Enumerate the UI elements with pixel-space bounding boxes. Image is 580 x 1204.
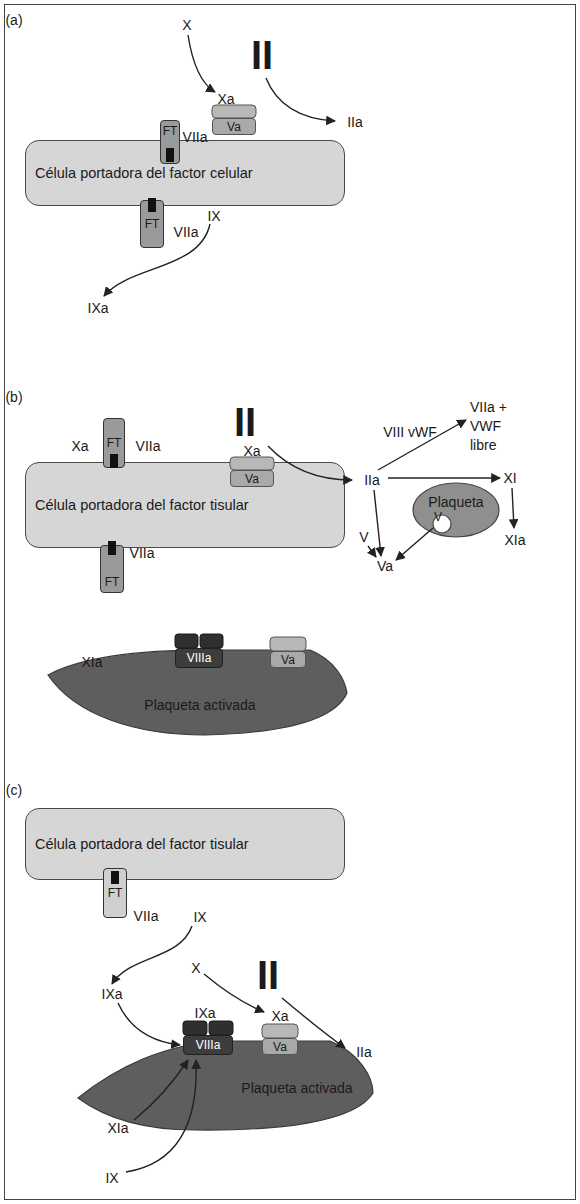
factor-label: IXa — [194, 1006, 215, 1020]
node-text: Célula portadora del factor tisular — [35, 497, 249, 513]
cofactor-box: Va — [270, 651, 306, 668]
factor-label: XI — [503, 471, 516, 485]
factor-label: Xa — [71, 439, 88, 453]
factor-label: II — [234, 402, 256, 442]
factor-label: IIa — [347, 115, 363, 129]
receptor-box: FT — [103, 868, 127, 918]
node-text: FT — [145, 217, 160, 231]
cofactor-box: VIIIa — [175, 648, 223, 668]
platelet-outline — [48, 650, 347, 735]
granule-circle: V — [432, 514, 452, 534]
factor-label: VIIa — [134, 909, 159, 923]
factor-label: VIIa — [130, 546, 155, 560]
factor-label: IX — [193, 910, 206, 924]
factor-label: X — [191, 961, 200, 975]
node-text: Célula portadora del factor celular — [35, 165, 253, 181]
receptor-box: FT — [140, 200, 164, 248]
factor-label: IX — [105, 1171, 118, 1185]
factor-label: Xa — [243, 444, 260, 458]
enzyme-subunit — [262, 1024, 298, 1038]
factor-label: IIa — [356, 1045, 372, 1059]
reaction-arrow — [512, 488, 514, 528]
node-text: VIIIa — [187, 651, 212, 665]
reaction-arrow — [112, 926, 192, 984]
figure-frame — [5, 5, 576, 1200]
reaction-arrow — [188, 35, 215, 92]
factor-label: IX — [207, 209, 220, 223]
factor-label: Xa — [271, 1009, 288, 1023]
panel-letter: (a) — [5, 13, 22, 27]
enzyme-subunit — [209, 1021, 233, 1035]
node-text: V — [434, 510, 442, 524]
factor-label: IXa — [101, 987, 122, 1001]
reaction-arrow — [118, 1003, 180, 1045]
factor-label: X — [182, 18, 191, 32]
enzyme-subunit — [200, 634, 223, 648]
platelet-outline — [78, 1041, 373, 1130]
factor-label: VIIa — [136, 439, 161, 453]
complex-subunits — [175, 105, 306, 1038]
cell-box: Célula portadora del factor tisular — [25, 808, 345, 880]
reaction-arrow — [388, 477, 500, 478]
factor-label: IIa — [364, 473, 380, 487]
factor-label: IXa — [87, 301, 108, 315]
enzyme-subunit — [175, 634, 198, 648]
node-text: FT — [163, 124, 178, 138]
cell-box: Célula portadora del factor celular — [25, 140, 345, 206]
cofactor-box: Va — [212, 118, 256, 135]
factor-label: XIa — [107, 1121, 128, 1135]
node-text: VIIIa — [196, 1038, 221, 1052]
platelet-ellipse: PlaquetaV — [412, 482, 500, 538]
reaction-arrow — [374, 490, 381, 556]
panel-letter: (b) — [5, 390, 22, 404]
node-text: Va — [281, 653, 295, 667]
shape-outline — [412, 482, 500, 538]
platelet-outline — [413, 483, 499, 537]
panel-letter: (c) — [6, 783, 22, 797]
cofactor-box: Va — [262, 1038, 298, 1055]
node-text: Plaqueta — [428, 494, 483, 510]
factor-label: VIIa — [174, 225, 199, 239]
factor-label: XIa — [504, 533, 525, 547]
factor-label: Xa — [217, 92, 234, 106]
enzyme-subunit — [270, 637, 306, 651]
reaction-arrow — [266, 78, 335, 121]
node-text: Va — [227, 120, 241, 134]
reaction-arrow — [368, 546, 376, 557]
node-text: Va — [245, 472, 259, 486]
node-text: Plaqueta activada — [241, 1080, 352, 1096]
factor-label: XIa — [81, 655, 102, 669]
node-text: FT — [107, 436, 122, 450]
cofactor-box: VIIIa — [183, 1035, 233, 1055]
factor-label: VIIa — [183, 130, 208, 144]
enzyme-subunit — [212, 105, 256, 118]
factor-label: II — [257, 955, 279, 995]
node-text: Plaqueta activada — [144, 697, 255, 713]
reaction-arrow — [396, 528, 433, 560]
enzyme-subunit — [183, 1021, 207, 1035]
receptor-box: FT — [103, 418, 125, 468]
cell-box: Célula portadora del factor tisular — [25, 462, 345, 548]
node-text: Célula portadora del factor tisular — [35, 836, 249, 852]
factor-label: VIIa + VWF libre — [470, 398, 522, 455]
node-text: FT — [105, 575, 120, 589]
cofactor-box: Va — [230, 470, 274, 487]
reaction-arrow — [378, 420, 466, 470]
receptor-box: FT — [100, 545, 124, 593]
receptor-box: FT — [160, 120, 180, 164]
factor-label: II — [251, 35, 273, 75]
node-text: Va — [273, 1040, 287, 1054]
factor-label: VIII vWF — [383, 425, 437, 439]
factor-label: Va — [377, 559, 393, 573]
factor-label: V — [359, 530, 368, 544]
node-text: FT — [108, 886, 123, 900]
